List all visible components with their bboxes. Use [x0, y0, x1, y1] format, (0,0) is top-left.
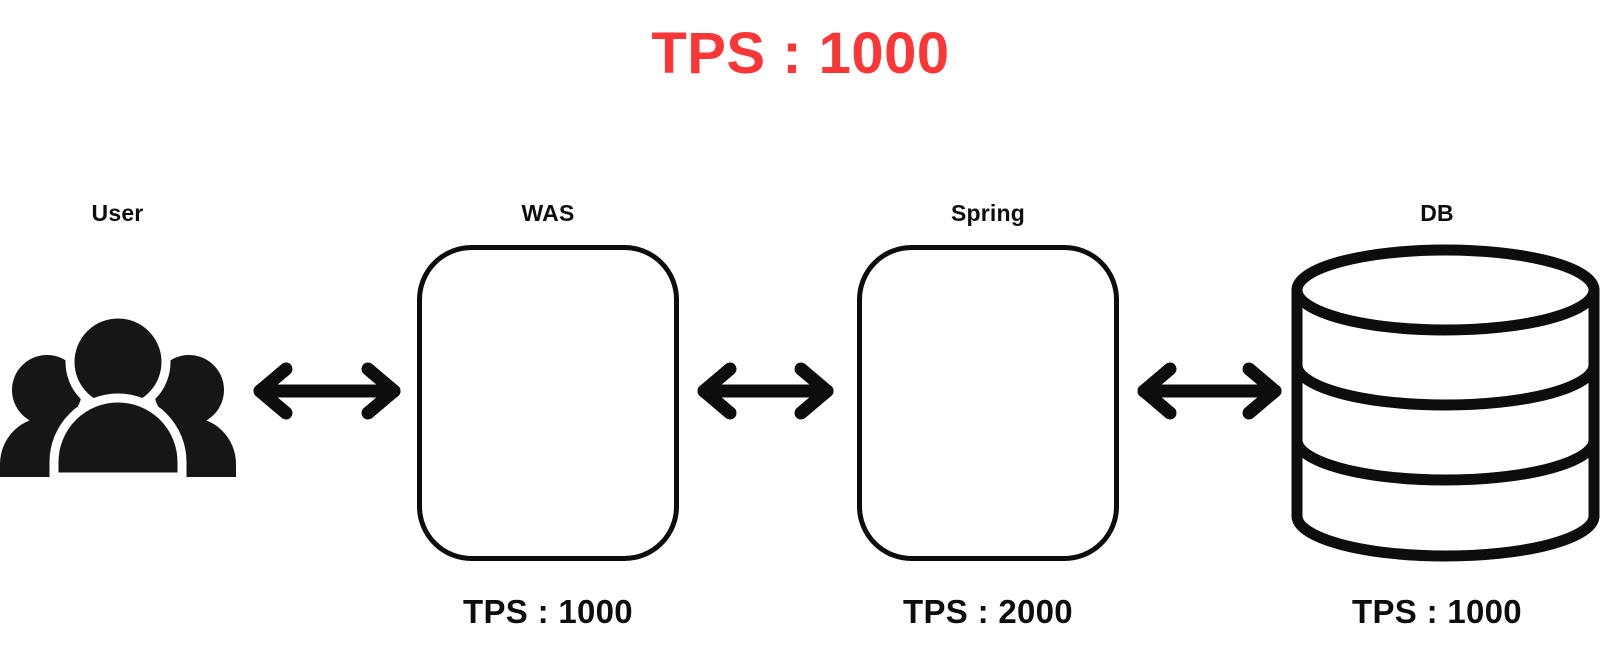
connector-user-was	[244, 360, 410, 422]
node-box-spring[interactable]	[855, 243, 1121, 563]
node-box-was[interactable]	[415, 243, 681, 563]
page-title: TPS : 1000	[651, 21, 950, 86]
connector-was-spring	[688, 360, 843, 422]
node-label-user: User	[91, 200, 144, 226]
people-icon	[0, 312, 236, 477]
connector-spring-db	[1128, 360, 1291, 422]
node-label-db: DB	[1420, 200, 1454, 226]
node-caption-was: TPS : 1000	[463, 593, 633, 630]
database-cylinder-icon[interactable]	[1290, 243, 1601, 563]
node-caption-db: TPS : 1000	[1352, 593, 1522, 630]
node-label-spring: Spring	[950, 200, 1026, 226]
node-caption-spring: TPS : 2000	[903, 593, 1073, 630]
node-label-was: WAS	[521, 200, 575, 226]
